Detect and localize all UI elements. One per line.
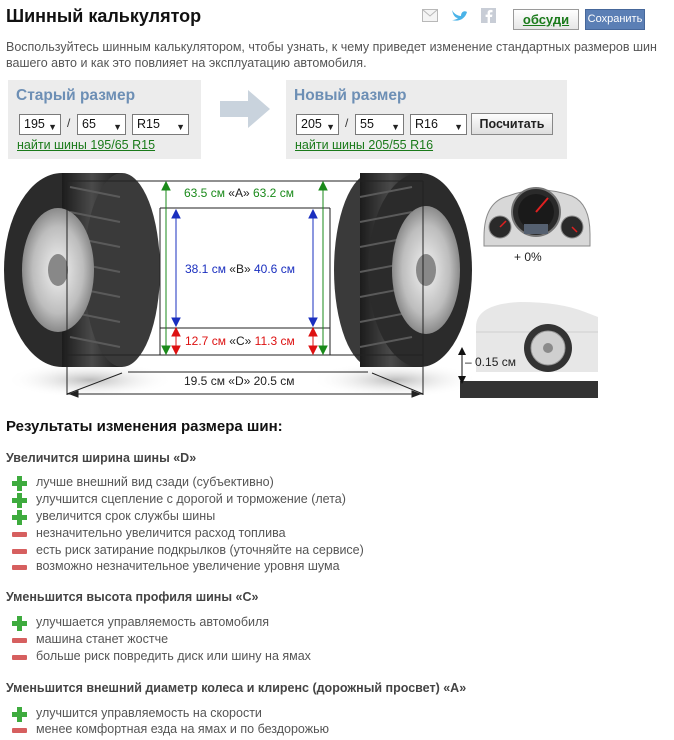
dimension-d-label: 19.5 см «D» 20.5 см	[184, 374, 295, 388]
section-heading-width: Увеличится ширина шины «D»	[6, 451, 197, 465]
chevron-down-icon: ▼	[454, 122, 463, 132]
clearance-change-value: – 0.15 см	[465, 355, 516, 369]
a-new-value: 63.2 см	[253, 186, 294, 200]
plus-icon	[12, 707, 27, 722]
minus-icon	[12, 650, 27, 665]
plus-icon	[12, 616, 27, 631]
old-width-select[interactable]: 195▼	[19, 114, 61, 135]
old-rim-value: R15	[137, 117, 160, 131]
results-title: Результаты изменения размера шин:	[6, 418, 283, 435]
section-heading-profile: Уменьшится высота профиля шины «C»	[6, 590, 259, 604]
speedometer-icon	[483, 187, 591, 247]
chevron-down-icon: ▼	[326, 122, 335, 132]
b-new-value: 40.6 см	[254, 262, 295, 276]
a-name: «A»	[228, 186, 250, 200]
minus-icon	[12, 544, 27, 559]
page-header: Шинный калькулятор обсуди Сохранить	[6, 6, 668, 32]
chevron-down-icon: ▼	[176, 122, 185, 132]
new-width-select[interactable]: 205 ▼	[296, 114, 339, 135]
mail-icon[interactable]	[422, 9, 438, 22]
new-size-panel: Новый размер 205 ▼ / 55 ▼ R16 ▼ Посчитать н…	[286, 80, 567, 159]
chevron-down-icon: ▼	[48, 122, 57, 132]
old-tire-image	[4, 173, 174, 398]
separator: /	[67, 116, 71, 130]
new-profile-value: 55	[360, 117, 374, 131]
c-old-value: 12.7 см	[185, 334, 226, 348]
section-heading-diameter: Уменьшится внешний диаметр колеса и клир…	[6, 681, 467, 695]
new-rim-value: R16	[415, 117, 438, 131]
old-width-value: 195	[24, 117, 45, 131]
dimension-c-label: 12.7 см «C» 11.3 см	[185, 334, 295, 348]
plus-icon	[12, 476, 27, 491]
old-size-panel: Старый размер 195▼ / 65▼ R15▼ найти шины…	[8, 80, 201, 159]
arrow-right-icon	[220, 90, 270, 128]
calculate-button[interactable]: Посчитать	[471, 113, 553, 135]
facebook-icon[interactable]	[481, 8, 496, 23]
old-profile-value: 65	[82, 117, 96, 131]
find-new-tires-link[interactable]: найти шины 205/55 R16	[295, 138, 434, 152]
tire-diagram-graphic	[4, 173, 598, 398]
new-profile-select[interactable]: 55 ▼	[355, 114, 404, 135]
car-clearance-image	[458, 302, 598, 398]
find-old-tires-link[interactable]: найти шины 195/65 R15	[17, 138, 156, 152]
new-rim-select[interactable]: R16 ▼	[410, 114, 467, 135]
intro-text: Воспользуйтесь шинным калькулятором, что…	[6, 40, 657, 70]
dimension-b-label: 38.1 см «B» 40.6 см	[185, 262, 295, 276]
twitter-icon[interactable]	[450, 7, 468, 23]
chevron-down-icon: ▼	[391, 122, 400, 132]
old-rim-select[interactable]: R15 ▼	[132, 114, 189, 135]
minus-icon	[12, 723, 27, 738]
c-new-value: 11.3 см	[254, 334, 295, 348]
plus-icon	[12, 493, 27, 508]
plus-icon	[12, 510, 27, 525]
save-button[interactable]: Сохранить	[585, 9, 645, 30]
c-name: «C»	[229, 334, 252, 348]
dimension-a-label: 63.5 см «A» 63.2 см	[184, 186, 294, 200]
new-width-value: 205	[301, 117, 322, 131]
chevron-down-icon: ▼	[113, 122, 122, 132]
new-tire-image	[311, 173, 479, 398]
minus-icon	[12, 560, 27, 575]
old-size-heading: Старый размер	[16, 87, 136, 104]
minus-icon	[12, 527, 27, 542]
speed-change-value: + 0%	[514, 250, 542, 264]
a-old-value: 63.5 см	[184, 186, 225, 200]
b-old-value: 38.1 см	[185, 262, 226, 276]
page-title: Шинный калькулятор	[6, 6, 202, 26]
new-size-heading: Новый размер	[294, 87, 407, 104]
old-profile-select[interactable]: 65 ▼	[77, 114, 126, 135]
minus-icon	[12, 633, 27, 648]
separator: /	[345, 116, 349, 130]
tire-diagram: 63.5 см «A» 63.2 см 38.1 см «B» 40.6 см …	[0, 172, 674, 408]
b-name: «B»	[229, 262, 251, 276]
discuss-button[interactable]: обсуди	[513, 9, 579, 30]
